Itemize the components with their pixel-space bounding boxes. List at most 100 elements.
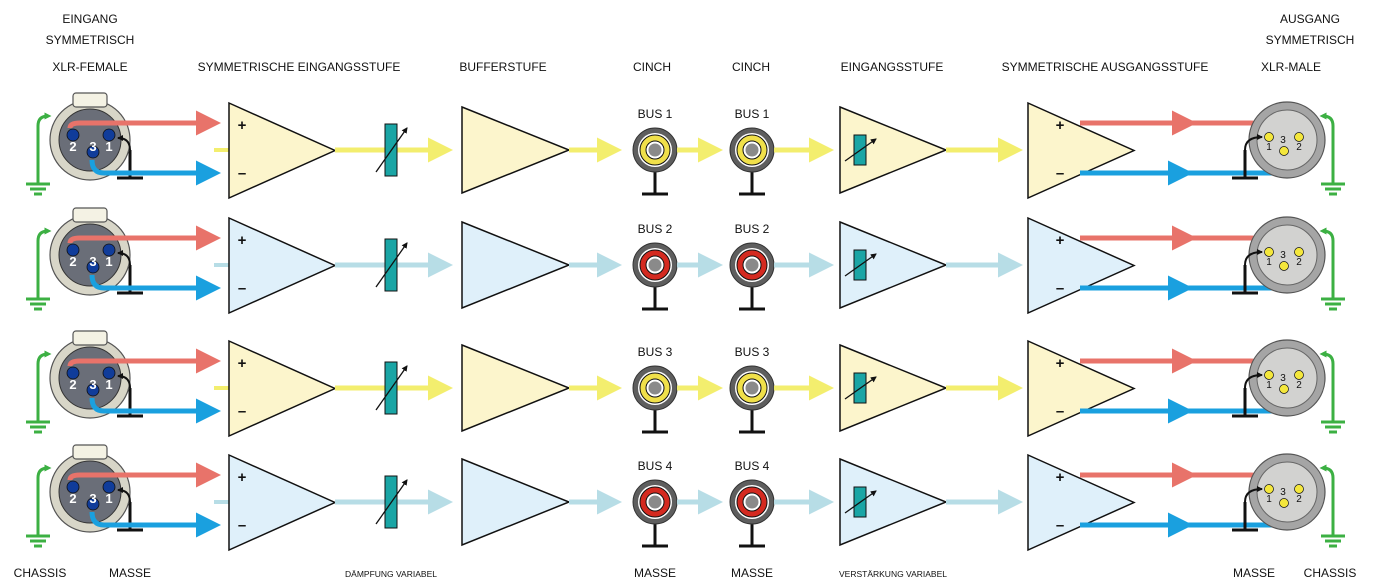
input-header-line3: XLR-FEMALE (52, 60, 127, 74)
chassis-lead-right (1319, 350, 1335, 422)
chassis-lead-right (1319, 227, 1335, 299)
xlr-pin-number: 2 (69, 491, 76, 506)
xlr-pin-2 (66, 243, 80, 257)
sym-output-amp (1027, 216, 1136, 315)
xlr-pin-number: 3 (1280, 373, 1286, 384)
xlr-pin-2 (1294, 484, 1304, 494)
bus-label-2: BUS 4 (735, 459, 770, 473)
gain-pot-icon (844, 372, 877, 404)
hot-signal-line (67, 110, 221, 136)
amp-plus-sign: + (1056, 232, 1065, 249)
sym-input-amp (228, 216, 337, 315)
chassis-lead-left (36, 350, 52, 422)
masse-pin-lead (1244, 486, 1263, 503)
xlr-pin-number: 3 (1280, 250, 1286, 261)
masse-ground-icon (1232, 502, 1258, 532)
gain-amp (839, 457, 948, 547)
attenuator-pot-icon (375, 475, 408, 529)
sym-output-amp (1027, 453, 1136, 552)
masse-pin-lead (1244, 134, 1263, 151)
xlr-pin-number: 1 (105, 139, 112, 154)
xlr-pin-number: 3 (89, 139, 96, 154)
sym-output-stage-header: SYMMETRISCHE AUSGANGSSTUFE (1002, 60, 1209, 74)
xlr-pin-number: 2 (1296, 257, 1302, 268)
xlr-pin-number: 2 (1296, 380, 1302, 391)
amp-plus-sign: + (1056, 117, 1065, 134)
gain-pot-icon (844, 486, 877, 518)
attenuator-pot-icon (375, 361, 408, 415)
output-header-line2: SYMMETRISCH (1266, 33, 1355, 47)
xlr-male-output-icon: 132 (1248, 453, 1326, 531)
xlr-pin-number: 2 (69, 139, 76, 154)
chassis-ground-icon (26, 297, 50, 311)
xlr-pin-number: 3 (89, 491, 96, 506)
footer-chassis-right: CHASSIS (1304, 566, 1357, 580)
hot-signal-line (67, 462, 221, 488)
chassis-lead-left (36, 112, 52, 184)
footer-masse-right: MASSE (1233, 566, 1275, 580)
amp-minus-sign: – (1056, 517, 1064, 534)
xlr-pin-1 (1264, 132, 1274, 142)
xlr-pin-number: 2 (1296, 494, 1302, 505)
cinch-jack-icon (729, 127, 775, 196)
amp-plus-sign: + (1056, 355, 1065, 372)
xlr-pin-number: 3 (89, 377, 96, 392)
hot-signal-line (67, 225, 221, 251)
hot-output-line (1080, 235, 1275, 251)
xlr-pin-number: 1 (1266, 494, 1272, 505)
xlr-pin-1 (102, 366, 116, 380)
footer-masse-cinch-2: MASSE (731, 566, 773, 580)
chassis-ground-icon (1321, 420, 1345, 434)
cold-signal-line (89, 397, 221, 424)
hot-output-line (1080, 472, 1275, 488)
footer-masse-left: MASSE (109, 566, 151, 580)
buffer-amp (461, 220, 572, 310)
xlr-pin-number: 1 (105, 377, 112, 392)
chassis-ground-icon (26, 420, 50, 434)
bus-label-2: BUS 1 (735, 107, 770, 121)
chassis-ground-icon (1321, 182, 1345, 196)
attenuator-pot-icon (375, 238, 408, 292)
buffer-stage-header: BUFFERSTUFE (459, 60, 546, 74)
chassis-lead-left (36, 464, 52, 536)
masse-ground-icon (1232, 265, 1258, 295)
chassis-lead-right (1319, 112, 1335, 184)
xlr-pin-2 (66, 366, 80, 380)
xlr-pin-3 (86, 497, 100, 511)
amp-plus-sign: + (238, 232, 247, 249)
xlr-pin-number: 3 (89, 254, 96, 269)
sym-output-amp (1027, 101, 1136, 200)
amp-minus-sign: – (238, 280, 246, 297)
amp-minus-sign: – (1056, 280, 1064, 297)
xlr-male-output-icon: 132 (1248, 339, 1326, 417)
xlr-pin-number: 1 (105, 254, 112, 269)
amp-minus-sign: – (238, 517, 246, 534)
xlr-pin-3 (1279, 146, 1289, 156)
masse-ground-icon (1232, 150, 1258, 180)
cold-signal-line (89, 159, 221, 186)
input-header-line2: SYMMETRISCH (46, 33, 135, 47)
xlr-pin-3 (86, 145, 100, 159)
xlr-pin-number: 2 (69, 377, 76, 392)
footer-gain: VERSTÄRKUNG VARIABEL (839, 569, 947, 579)
footer-chassis-left: CHASSIS (14, 566, 67, 580)
xlr-pin-number: 2 (1296, 142, 1302, 153)
cinch-jack-icon (632, 242, 678, 311)
xlr-pin-1 (102, 480, 116, 494)
masse-pin-lead (117, 373, 131, 389)
cinch-jack-icon (632, 365, 678, 434)
buffer-amp (461, 105, 572, 195)
footer-attenuation: DÄMPFUNG VARIABEL (345, 569, 437, 579)
bus-label-1: BUS 1 (638, 107, 673, 121)
xlr-pin-2 (66, 480, 80, 494)
gain-amp (839, 105, 948, 195)
hot-signal-line (67, 348, 221, 374)
sym-input-stage-header: SYMMETRISCHE EINGANGSSTUFE (198, 60, 401, 74)
